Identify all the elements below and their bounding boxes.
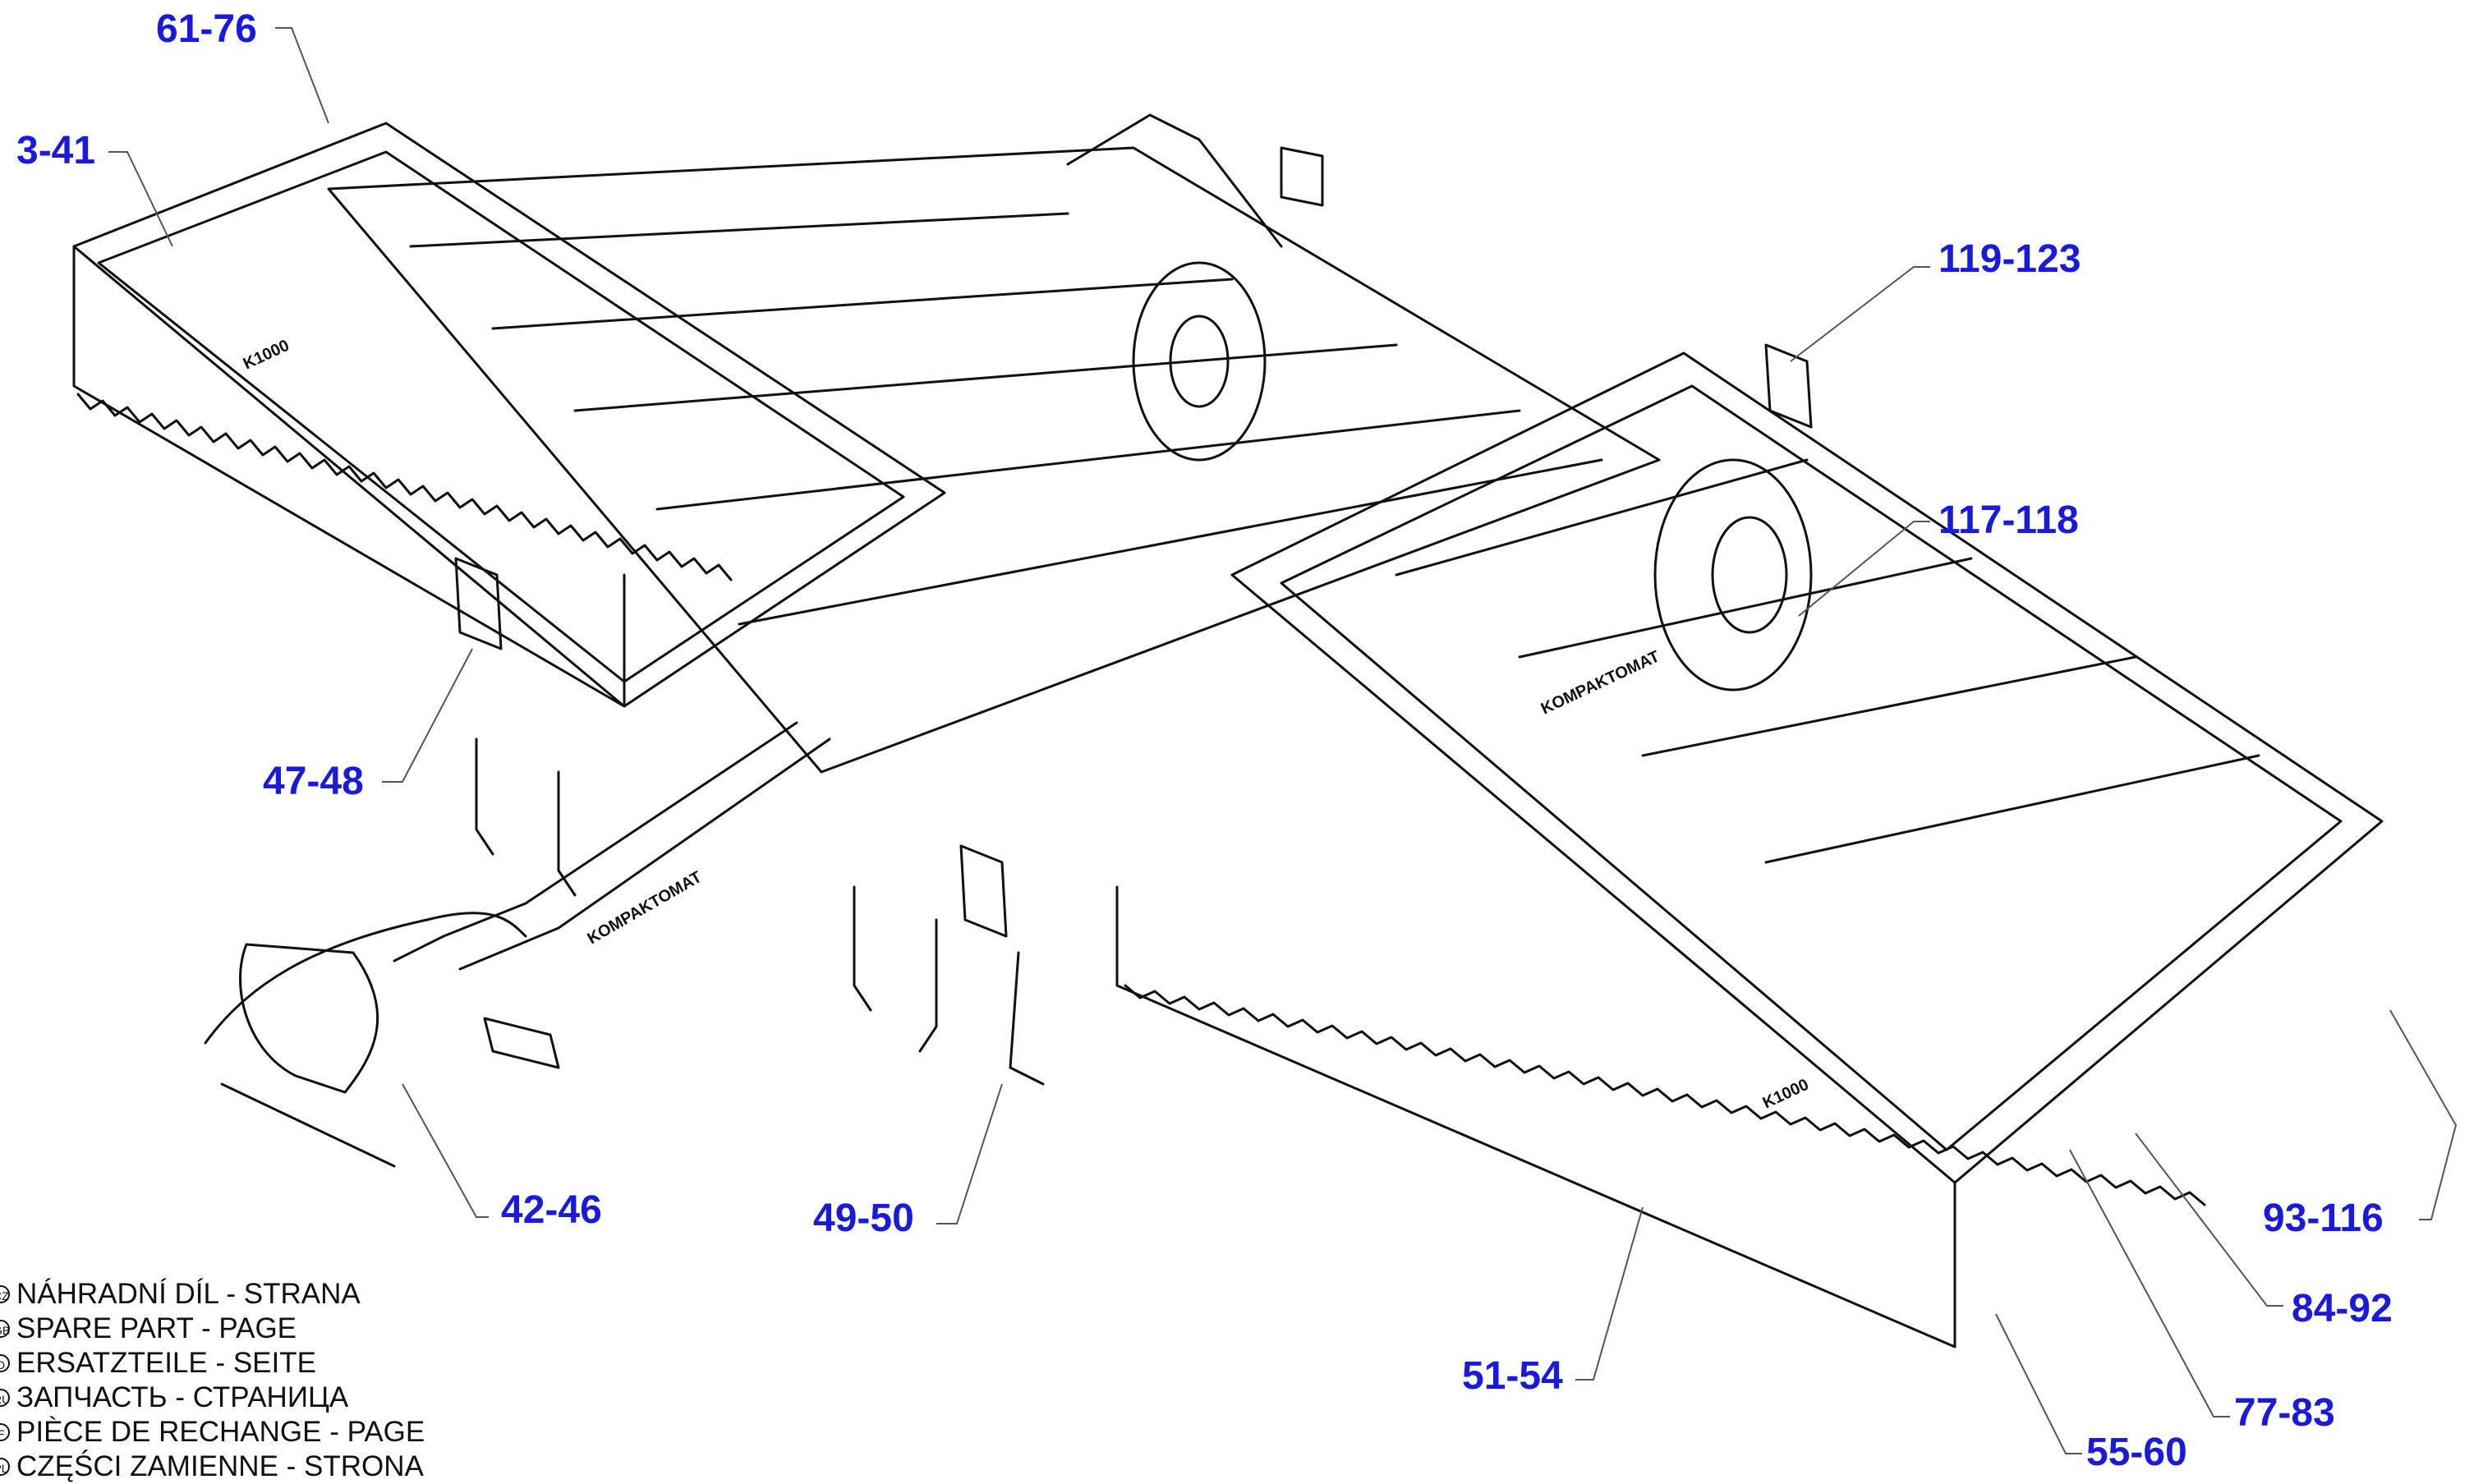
tine-3 [853, 885, 872, 1012]
hitch-loop [239, 943, 379, 1094]
flag-ru-icon: RU [0, 1389, 10, 1407]
left-roller-teeth [76, 393, 733, 581]
drawbar-2 [458, 737, 831, 971]
tine-5 [1009, 951, 1045, 1086]
leader-77-83 [2069, 1149, 2230, 1417]
legend-text-f: PIÈCE DE RECHANGE - PAGE [16, 1416, 425, 1448]
signboard-left [454, 557, 503, 650]
leader-42-46 [402, 1083, 489, 1218]
center-frame-beam-2 [491, 278, 1234, 330]
callout-61-76[interactable]: 61-76 [156, 7, 257, 51]
right-roller-teeth [1124, 984, 2206, 1206]
leader-51-54 [1575, 1206, 1644, 1381]
callout-49-50[interactable]: 49-50 [813, 1197, 914, 1240]
right-frame-beam-4 [1764, 754, 2260, 864]
tine-1 [475, 737, 494, 856]
center-frame-beam-1 [409, 212, 1069, 248]
right-roller-drum [1115, 885, 1956, 1348]
right-frame-inner [1280, 384, 2343, 1151]
legend-text-ru: ЗАПЧАСТЬ - СТРАНИЦА [16, 1381, 349, 1413]
leader-119-123 [1790, 266, 1930, 362]
legend-row-ru: RU ЗАПЧАСТЬ - СТРАНИЦА [0, 1381, 509, 1415]
legend-row-f: F PIÈCE DE RECHANGE - PAGE [0, 1415, 509, 1450]
callout-77-83[interactable]: 77-83 [2234, 1391, 2335, 1435]
rear-frame-inner [97, 150, 905, 683]
wheel-rear-hub [1169, 315, 1230, 408]
center-frame-beam-4 [655, 409, 1521, 511]
flag-f-icon: F [0, 1423, 10, 1441]
legend-row-d: D ERSATZTEILE - SEITE [0, 1346, 509, 1381]
legend-text-cz: NÁHRADNÍ DÍL - STRANA [16, 1278, 361, 1310]
rear-frame-outline [72, 122, 946, 708]
leader-84-92 [2135, 1133, 2283, 1307]
center-frame-beam-3 [573, 343, 1398, 412]
right-frame-beam-3 [1641, 655, 2137, 757]
tine-4 [918, 918, 938, 1053]
callout-84-92[interactable]: 84-92 [2292, 1287, 2393, 1330]
callout-117-118[interactable]: 117-118 [1938, 498, 2079, 542]
hitch-bar [220, 1082, 396, 1168]
legend-row-gb: GB SPARE PART - PAGE [0, 1312, 509, 1346]
right-frame-beam-1 [1395, 458, 1809, 577]
callout-51-54[interactable]: 51-54 [1462, 1354, 1563, 1398]
center-frame [327, 146, 1661, 774]
left-roller-drum [72, 245, 626, 708]
leader-117-118 [1798, 521, 1930, 617]
legend-text-d: ERSATZTEILE - SEITE [16, 1347, 316, 1379]
drawbar [393, 721, 798, 963]
signboard-right [1764, 343, 1813, 429]
leader-47-48 [382, 648, 473, 783]
machine-label-3: K1000 [1760, 1076, 1812, 1113]
legend-text-pl: CZĘŚCI ZAMIENNE - STRONA [16, 1450, 424, 1482]
right-frame-outline [1230, 351, 2384, 1184]
callout-42-46[interactable]: 42-46 [501, 1188, 602, 1232]
signboard-center [959, 844, 1008, 938]
top-sign [1280, 146, 1324, 207]
flag-gb-icon: GB [0, 1320, 10, 1338]
flag-cz-icon: CZ [0, 1285, 10, 1303]
callout-119-123[interactable]: 119-123 [1938, 237, 2081, 281]
callout-93-116[interactable]: 93-116 [2263, 1197, 2384, 1240]
leader-93-116 [2389, 1009, 2458, 1220]
wheel-front-hub [1711, 516, 1788, 634]
right-frame-beam-2 [1518, 557, 1973, 659]
top-tower [1066, 113, 1283, 248]
legend-text-gb: SPARE PART - PAGE [16, 1312, 297, 1344]
leader-3-41 [108, 151, 173, 247]
wheel-rear [1132, 261, 1267, 462]
legend-row-cz: CZ NÁHRADNÍ DÍL - STRANA [0, 1277, 509, 1312]
machine-label-2: KOMPAKTOMAT [585, 868, 706, 948]
leader-61-76 [275, 27, 329, 124]
hitch-stand [483, 1017, 560, 1069]
leader-49-50 [936, 1083, 1003, 1224]
flag-d-icon: D [0, 1354, 10, 1372]
machine-label-4: KOMPAKTOMAT [1538, 647, 1662, 718]
callout-55-60[interactable]: 55-60 [2086, 1431, 2187, 1474]
callout-47-48[interactable]: 47-48 [263, 760, 364, 803]
flag-pl-icon: PL [0, 1458, 10, 1476]
wheel-front [1653, 458, 1813, 691]
tine-2 [557, 770, 577, 897]
machine-label-1: K1000 [241, 337, 292, 374]
legend-row-pl: PL CZĘŚCI ZAMIENNE - STRONA [0, 1450, 509, 1484]
hydraulic-hoses [204, 912, 527, 1045]
center-frame-beam-5 [738, 458, 1603, 626]
leader-55-60 [1995, 1313, 2082, 1454]
callout-3-41[interactable]: 3-41 [16, 129, 96, 172]
language-legend: CZ NÁHRADNÍ DÍL - STRANA GB SPARE PART -… [0, 1277, 509, 1484]
